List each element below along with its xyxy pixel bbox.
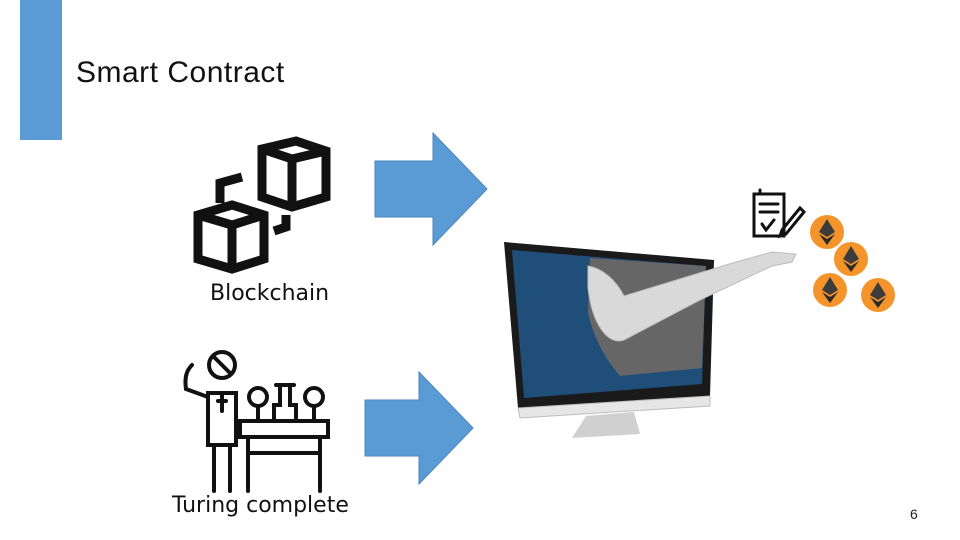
turing-complete-label: Turing complete (172, 493, 349, 518)
ethereum-coin-icon (834, 242, 868, 276)
slide-title: Smart Contract (76, 56, 285, 89)
monitor-icon (504, 242, 797, 438)
page-number: 6 (910, 506, 918, 522)
contract-document-icon (752, 188, 807, 239)
accent-bar (20, 0, 62, 140)
arrow-right-icon (374, 131, 488, 247)
ethereum-coin-icon (861, 278, 895, 312)
engineer-machine-icon (183, 350, 330, 493)
ethereum-coin-icon (813, 273, 847, 307)
arrow-right-icon (364, 370, 474, 486)
blockchain-label: Blockchain (210, 281, 330, 306)
blockchain-cubes-icon (193, 136, 331, 274)
ethereum-coin-icon (810, 215, 844, 249)
